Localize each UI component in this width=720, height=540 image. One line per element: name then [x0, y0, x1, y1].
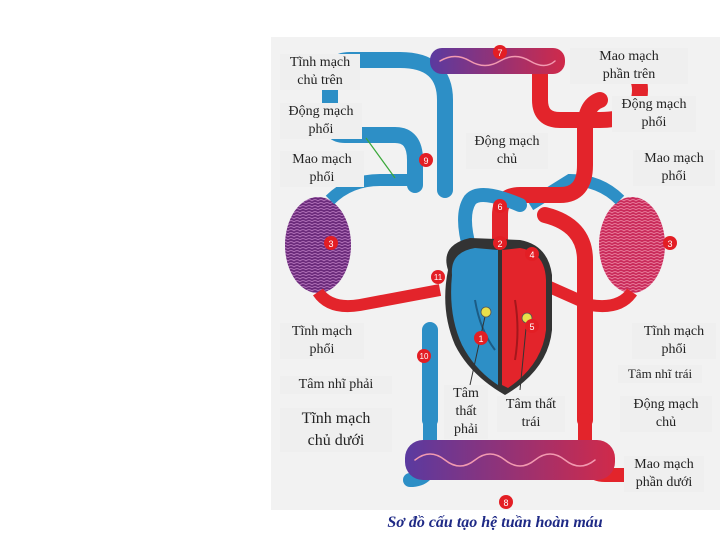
heart: [445, 238, 552, 395]
number-7-label: 7: [497, 48, 502, 58]
number-6-label: 6: [497, 202, 502, 212]
number-badge: 2: [493, 236, 507, 250]
number-badge: 4: [525, 247, 539, 261]
label-pulmonary-artery-left: Động mạch phổi: [280, 103, 362, 139]
diagram-caption: Sơ đồ cấu tạo hệ tuần hoàn máu: [360, 514, 630, 532]
number-badge: 7: [493, 45, 507, 59]
number-1-label: 1: [478, 334, 483, 344]
left-lung-capillaries: [285, 180, 440, 306]
number-4-label: 4: [529, 250, 534, 260]
number-3-right-label: 3: [667, 239, 672, 249]
number-badge: 1: [474, 331, 488, 345]
number-badge: 10: [417, 349, 431, 363]
label-upper-capillaries: Mao mạch phần trên: [570, 48, 688, 84]
label-pulmonary-capillaries-right: Mao mạch phổi: [633, 150, 715, 186]
number-10-label: 10: [420, 352, 429, 361]
number-9-label: 9: [423, 156, 428, 166]
label-pulmonary-vein-right: Tĩnh mạch phổi: [632, 323, 716, 359]
number-badge: 9: [419, 153, 433, 167]
number-2-label: 2: [497, 239, 502, 249]
label-pulmonary-vein-left: Tĩnh mạch phổi: [280, 323, 364, 359]
label-lower-capillaries: Mao mạch phần dưới: [624, 456, 704, 492]
number-badge: 3: [324, 236, 338, 250]
number-badge: 11: [431, 270, 445, 284]
label-inferior-vena-cava: Tĩnh mạch chủ dưới: [280, 408, 392, 452]
number-5-label: 5: [529, 322, 534, 332]
label-aorta-right: Động mạch chủ: [620, 396, 712, 432]
label-left-atrium: Tâm nhĩ trái: [618, 365, 702, 383]
label-pulmonary-artery-right: Động mạch phổi: [612, 96, 696, 132]
number-badge: 6: [493, 199, 507, 213]
label-left-ventricle: Tâm thất trái: [497, 396, 565, 432]
number-11-label: 11: [434, 273, 443, 282]
number-8-label: 8: [503, 498, 508, 508]
label-pulmonary-capillaries-left: Mao mạch phổi: [280, 151, 364, 187]
label-aorta-top: Động mạch chủ: [466, 133, 548, 169]
number-badge: 5: [525, 319, 539, 333]
number-badge: 8: [499, 495, 513, 509]
number-badge: 3: [663, 236, 677, 250]
marker-right-ventricle: [481, 307, 491, 317]
label-right-ventricle: Tâm thất phải: [444, 385, 488, 439]
number-3-left-label: 3: [328, 239, 333, 249]
label-right-atrium: Tâm nhĩ phải: [280, 376, 392, 394]
label-superior-vena-cava: Tĩnh mạch chủ trên: [280, 54, 360, 90]
